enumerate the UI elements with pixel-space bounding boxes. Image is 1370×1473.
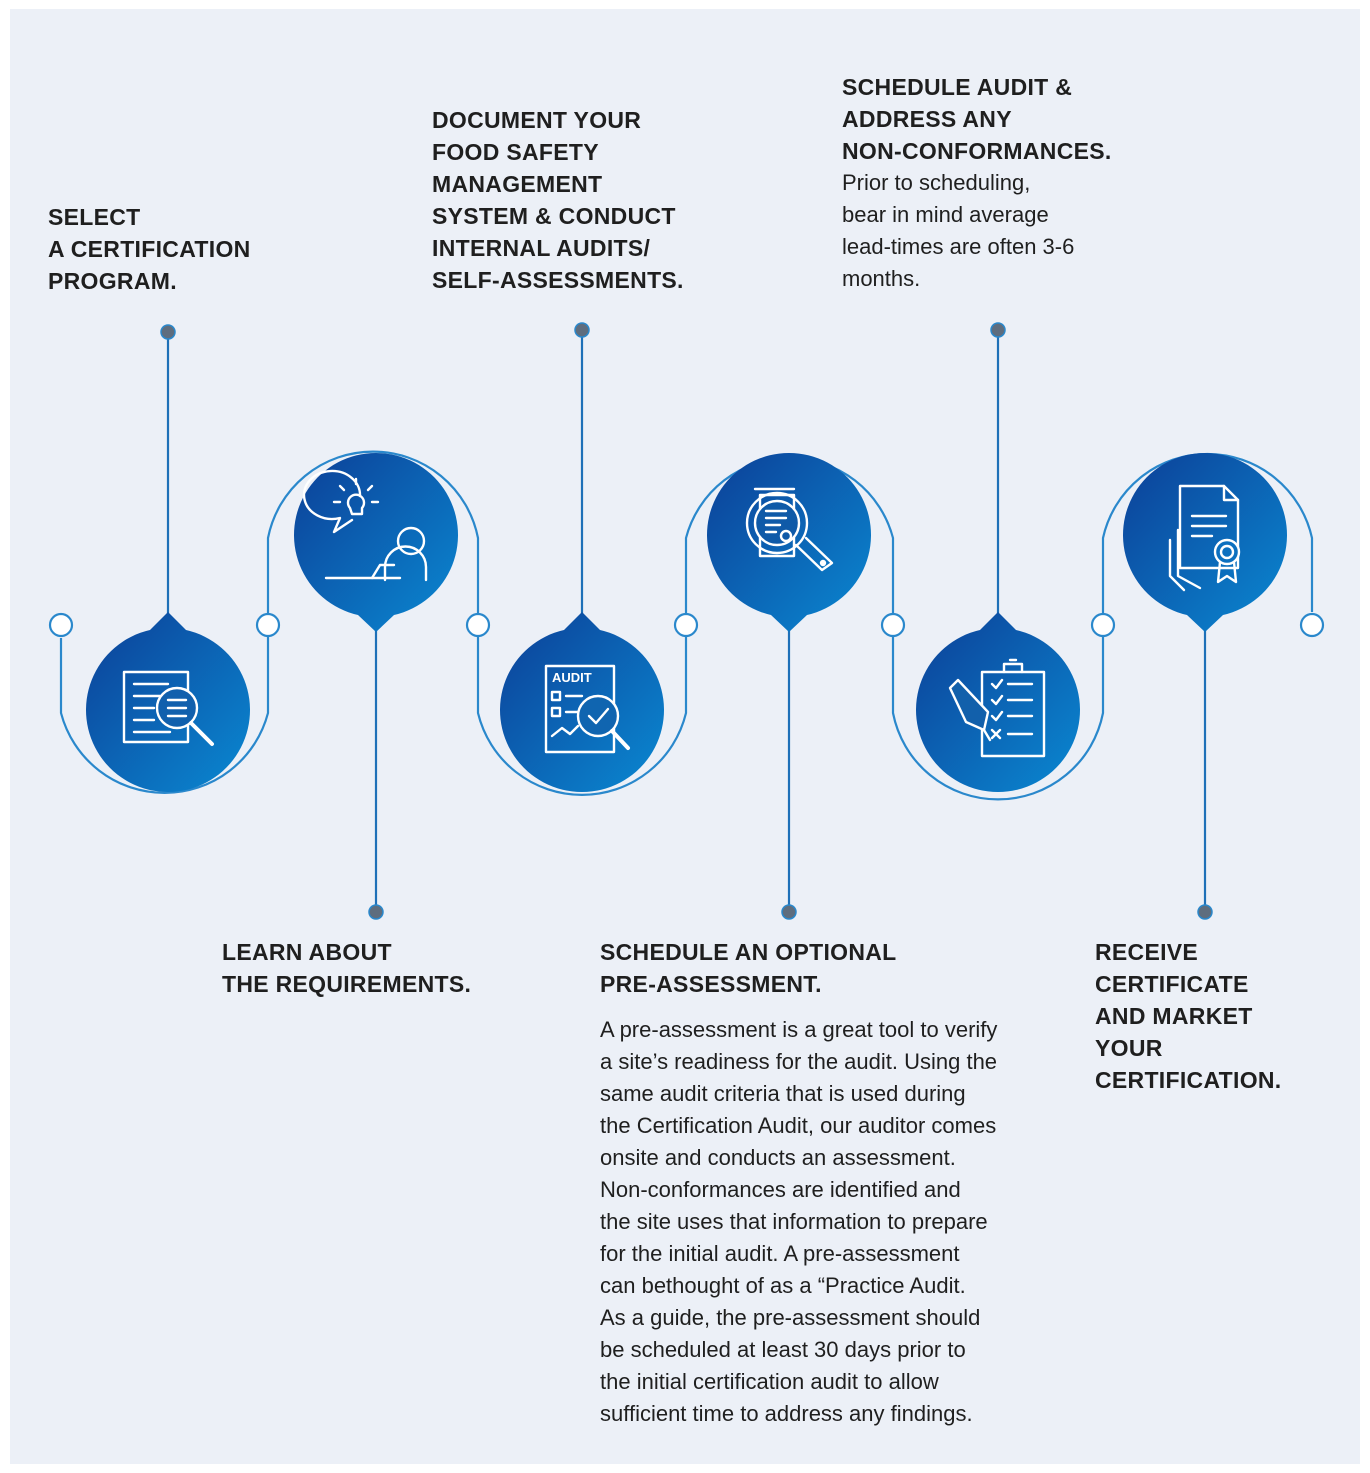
process-infographic: AUDIT [10,9,1360,1464]
connector-dot [781,904,797,920]
connector-dots [160,322,1213,920]
junction-circle [255,612,281,638]
connector-dot [160,324,176,340]
junction-circle [48,612,74,638]
junction-circle [1299,612,1325,638]
certificate-hand-icon [1168,484,1241,592]
step-1-bubble [85,612,250,792]
step-6-title: RECEIVE CERTIFICATE AND MARKET YOUR CERT… [1095,939,1282,1093]
path-junctions [48,612,1325,638]
connector-dot [990,322,1006,338]
step-6-bubble [1123,452,1287,632]
step-3-bubble: AUDIT [500,612,664,792]
step-5-description: Prior to scheduling, bear in mind averag… [842,170,1075,291]
clipboard-checklist-icon [948,658,1046,758]
connector-dot [574,322,590,338]
audit-icon-text: AUDIT [552,670,592,685]
idea-person-icon [302,469,428,582]
step-3-title: DOCUMENT YOUR FOOD SAFETY MANAGEMENT SYS… [432,107,684,293]
step-6-label: RECEIVE CERTIFICATE AND MARKET YOUR CERT… [1095,936,1355,1096]
process-path-diagram: AUDIT [48,322,1325,920]
step-4-title: SCHEDULE AN OPTIONAL PRE-ASSESSMENT. [600,939,897,997]
step-1-title: SELECT A CERTIFICATION PROGRAM. [48,204,251,294]
document-magnifier-icon [745,487,834,572]
step-2-label: LEARN ABOUT THE REQUIREMENTS. [222,936,542,1000]
document-search-icon [122,670,214,746]
step-5-bubble [915,612,1080,792]
step-connectors [166,330,1207,912]
connector-dot [368,904,384,920]
step-5-title: SCHEDULE AUDIT & ADDRESS ANY NON-CONFORM… [842,74,1112,164]
step-1-label: SELECT A CERTIFICATION PROGRAM. [48,201,308,297]
step-2-title: LEARN ABOUT THE REQUIREMENTS. [222,939,472,997]
step-2-bubble [293,452,458,632]
step-4-description: A pre-assessment is a great tool to veri… [600,1017,998,1426]
step-3-label: DOCUMENT YOUR FOOD SAFETY MANAGEMENT SYS… [432,104,762,296]
junction-circle [465,612,491,638]
junction-circle [1090,612,1116,638]
audit-report-icon: AUDIT [544,664,630,754]
junction-circle [880,612,906,638]
junction-circle [673,612,699,638]
connector-dot [1197,904,1213,920]
step-4-bubble [707,452,871,632]
step-4-label: SCHEDULE AN OPTIONAL PRE-ASSESSMENT. A p… [600,936,1060,1430]
step-5-label: SCHEDULE AUDIT & ADDRESS ANY NON-CONFORM… [842,71,1182,295]
